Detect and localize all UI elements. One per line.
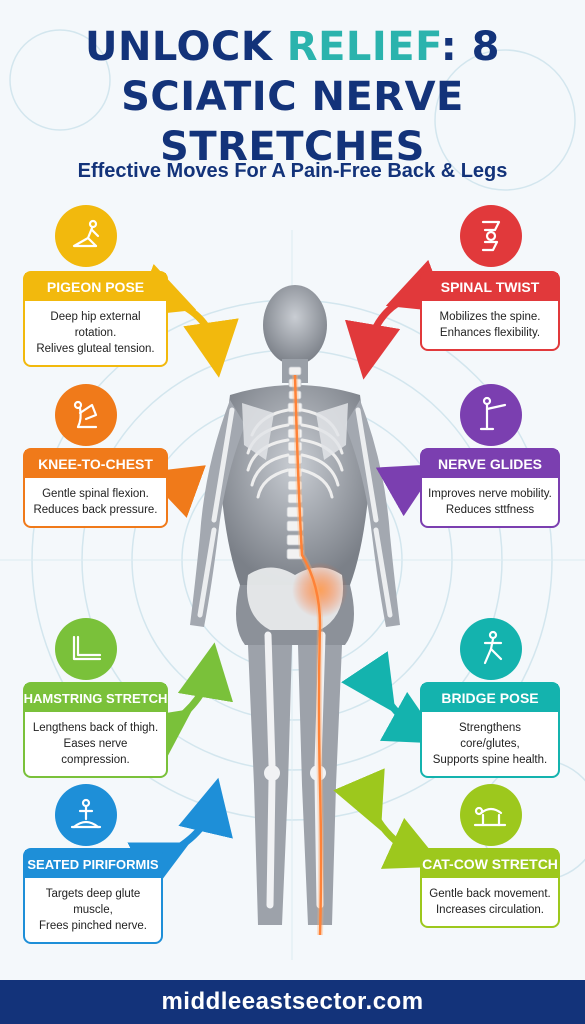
card-title: CAT-COW STRETCH [422,850,558,878]
card-line-1: Improves nerve mobility. [428,488,552,500]
headline-line-2: SCIATIC NERVE STRETCHES [121,74,464,170]
card-title: HAMSTRING STRETCH [24,684,167,712]
pigeon-pose-badge [55,205,117,267]
card-description: Mobilizes the spine. Enhances flexibilit… [422,301,558,349]
card-line-1: Gentle back movement. [429,888,551,900]
headline-text-end: : 8 [440,24,501,70]
card-cat-cow-stretch: CAT-COW STRETCH Gentle back movement. In… [420,848,560,928]
hamstring-badge [55,618,117,680]
spinal-twist-icon [481,220,501,252]
card-title: NERVE GLIDES [422,450,558,478]
card-hamstring-stretch: HAMSTRING STRETCH Lengthens back of thig… [23,682,168,778]
card-line-2: Reduces sttfness [445,504,535,516]
card-description: Targets deep glute muscle, Frees pinched… [25,878,161,942]
headline-line-1: UNLOCK RELIEF: 8 [0,22,585,72]
pigeon-pose-icon [72,219,100,248]
headline-accent: RELIEF [286,24,441,70]
footer-website[interactable]: middleeastsector.com [0,980,585,1024]
knee-to-chest-icon [73,400,98,429]
hamstring-icon [72,635,102,661]
card-spinal-twist: SPINAL TWIST Mobilizes the spine. Enhanc… [420,271,560,351]
card-description: Gentle back movement. Increases circulat… [422,878,558,926]
card-description: Deep hip external rotation. Relives glut… [25,301,166,365]
card-line-2: Increases circulation. [435,904,545,916]
cat-cow-badge [460,784,522,846]
card-title: PIGEON POSE [25,273,166,301]
headline: UNLOCK RELIEF: 8 SCIATIC NERVE STRETCHES [0,22,585,172]
card-line-1: Mobilizes the spine. [439,311,541,323]
knee-to-chest-badge [55,384,117,446]
skeleton-figure [170,285,420,955]
card-bridge-pose: BRIDGE POSE Strengthens core/glutes, Sup… [420,682,560,778]
skeleton-illustration [190,285,400,936]
card-title: BRIDGE POSE [422,684,558,712]
spinal-twist-badge [460,205,522,267]
bridge-pose-badge [460,618,522,680]
card-line-1: Gentle spinal flexion. [42,488,149,500]
card-description: Strengthens core/glutes, Supports spine … [422,712,558,776]
card-line-2: Eases nerve compression. [61,738,130,766]
card-title: SEATED PIRIFORMIS [25,850,161,878]
cat-cow-icon [473,806,507,827]
card-seated-piriformis: SEATED PIRIFORMIS Targets deep glute mus… [23,848,163,944]
seated-piriformis-badge [55,784,117,846]
seated-icon [70,798,102,829]
card-line-1: Lengthens back of thigh. [32,722,159,734]
card-line-2: Reduces back pressure. [33,504,158,516]
card-line-1: Deep hip external rotation. [50,311,141,339]
subtitle: Effective Moves For A Pain-Free Back & L… [77,160,508,182]
card-line-2: Supports spine health. [432,754,548,766]
card-title: SPINAL TWIST [422,273,558,301]
card-line-1: Strengthens core/glutes, [458,722,521,750]
card-line-1: Targets deep glute muscle, [45,888,141,916]
card-pigeon-pose: PIGEON POSE Deep hip external rotation. … [23,271,168,367]
card-description: Improves nerve mobility. Reduces sttfnes… [422,478,558,526]
card-title: KNEE-TO-CHEST [25,450,166,478]
card-knee-to-chest: KNEE-TO-CHEST Gentle spinal flexion. Red… [23,448,168,528]
headline-text: UNLOCK [84,24,287,70]
card-description: Lengthens back of thigh. Eases nerve com… [25,712,166,776]
bridge-pose-icon [483,630,503,665]
nerve-glides-badge [460,384,522,446]
card-line-2: Relives gluteal tension. [36,343,155,355]
card-line-2: Frees pinched nerve. [38,920,148,932]
card-line-2: Enhances flexibility. [439,327,541,339]
card-nerve-glides: NERVE GLIDES Improves nerve mobility. Re… [420,448,560,528]
card-description: Gentle spinal flexion. Reduces back pres… [25,478,166,526]
nerve-glide-icon [479,396,507,431]
